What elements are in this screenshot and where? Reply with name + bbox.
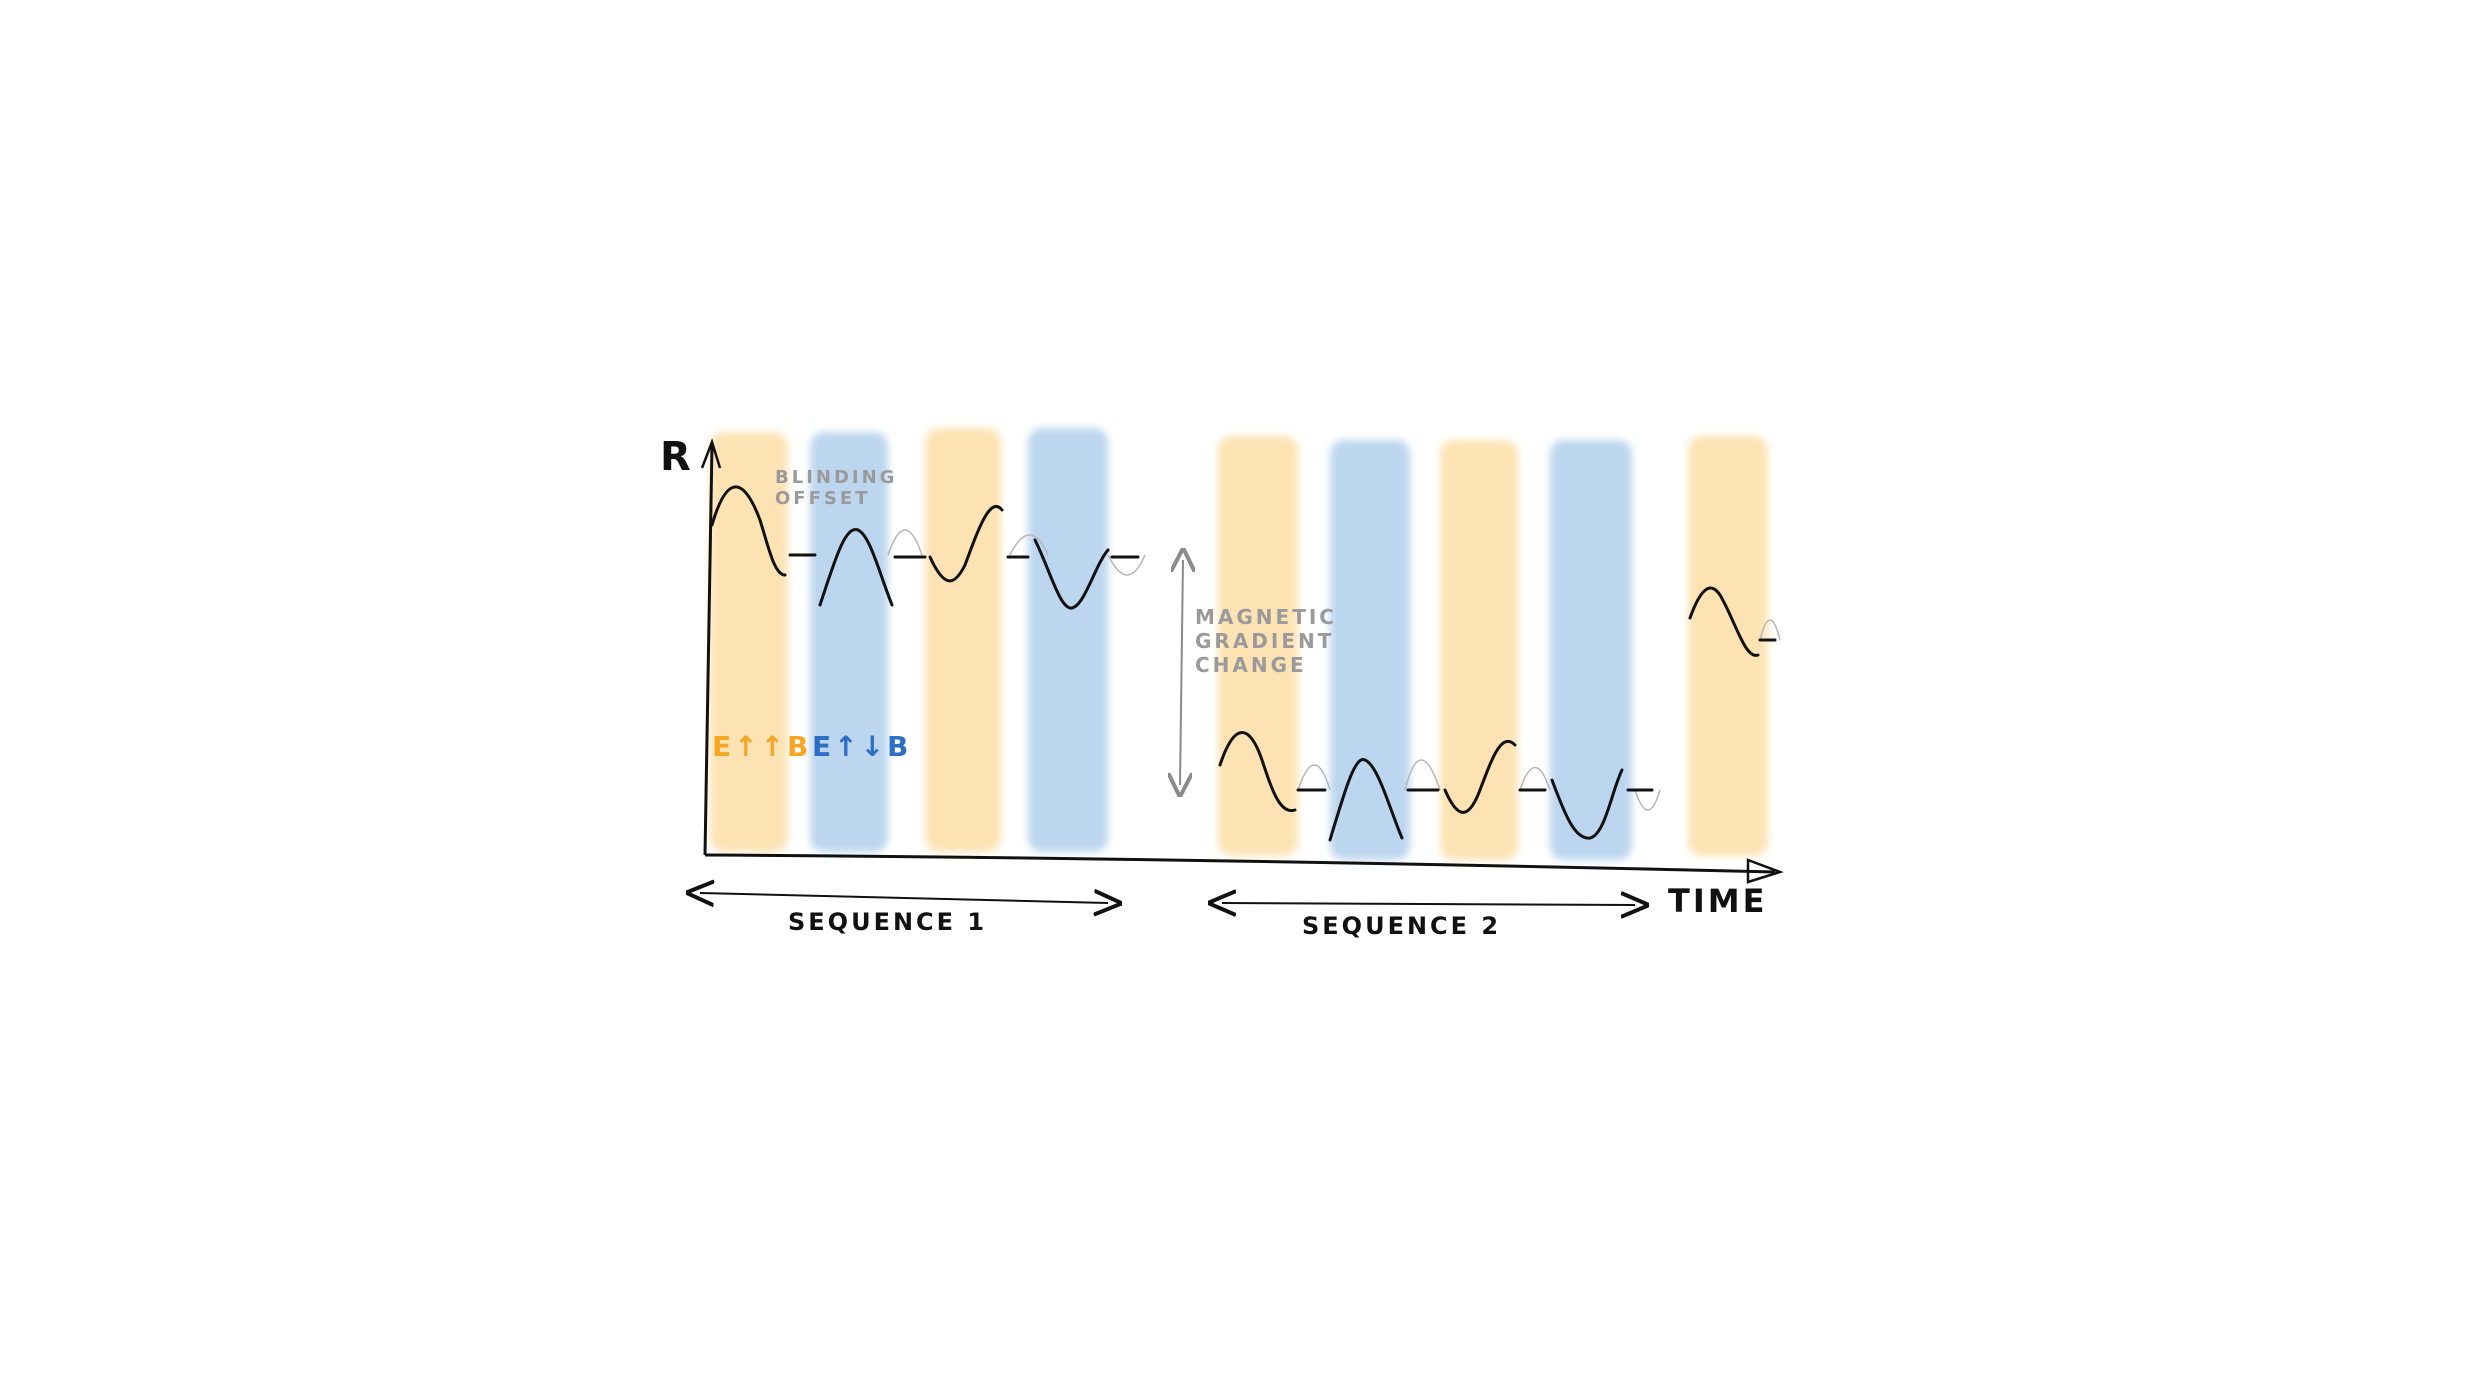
x-axis	[704, 853, 1776, 874]
sequence-1-bracket: SEQUENCE 1	[700, 893, 1108, 936]
annotation-gradient-line-3: CHANGE	[1195, 653, 1307, 677]
sequence-2-label: SEQUENCE 2	[1302, 912, 1501, 940]
faint-reference-curves	[887, 529, 1781, 811]
faint-curve	[1009, 534, 1049, 556]
gradient-change-arrow	[1180, 560, 1183, 785]
legend-parallel-label: E↑↑B	[712, 730, 811, 763]
signal-curve	[1688, 586, 1760, 657]
signal-curve	[710, 485, 787, 577]
annotation-blinding-line-1: BLINDING	[775, 467, 897, 488]
signal-curve	[818, 528, 894, 607]
axis-x-label: TIME	[1668, 882, 1767, 920]
signal-curve	[1550, 768, 1624, 840]
sequence-2-arrow	[1222, 903, 1635, 905]
faint-curve	[1759, 619, 1781, 641]
axes	[700, 438, 1784, 884]
axis-y-label: R	[660, 434, 694, 480]
faint-curve	[1107, 554, 1146, 576]
x-axis-arrowhead	[1746, 858, 1784, 884]
faint-curve	[1297, 764, 1331, 791]
annotation-gradient-line-1: MAGNETIC	[1195, 605, 1337, 629]
signal-curve	[1328, 758, 1404, 842]
faint-curve	[887, 529, 923, 556]
block-parallel	[710, 432, 788, 852]
block-parallel	[1688, 436, 1768, 856]
block-parallel	[925, 428, 1001, 852]
signal-curve	[1033, 538, 1110, 610]
y-axis	[703, 444, 714, 856]
signal-sequence-2	[1218, 586, 1777, 842]
block-antiparallel	[1028, 428, 1108, 852]
y-axis-arrowhead	[700, 438, 722, 469]
field-blocks	[710, 428, 1768, 860]
block-parallel	[1218, 436, 1298, 856]
sequence-2-bracket: SEQUENCE 2	[1222, 903, 1635, 940]
faint-curve	[1634, 789, 1661, 811]
annotation-blinding-line-2: OFFSET	[775, 488, 870, 509]
block-antiparallel	[1330, 440, 1410, 860]
block-antiparallel	[810, 432, 888, 852]
gradient-change-annotation: MAGNETIC GRADIENT CHANGE	[1195, 605, 1337, 677]
signal-curve	[928, 505, 1004, 583]
block-parallel	[1440, 440, 1518, 860]
faint-curve	[1519, 767, 1551, 791]
legend-antiparallel-label: E↑↓B	[812, 730, 911, 763]
faint-curve	[1404, 759, 1441, 791]
signal-curve	[1218, 731, 1297, 813]
sequence-1-label: SEQUENCE 1	[788, 908, 987, 936]
blinding-offset-annotation: BLINDING OFFSET	[775, 467, 897, 509]
signal-curve	[1443, 740, 1517, 814]
signal-sequence-1	[710, 485, 1140, 610]
annotation-gradient-line-2: GRADIENT	[1195, 629, 1334, 653]
block-antiparallel	[1550, 440, 1632, 860]
sequence-1-arrow	[700, 893, 1108, 903]
